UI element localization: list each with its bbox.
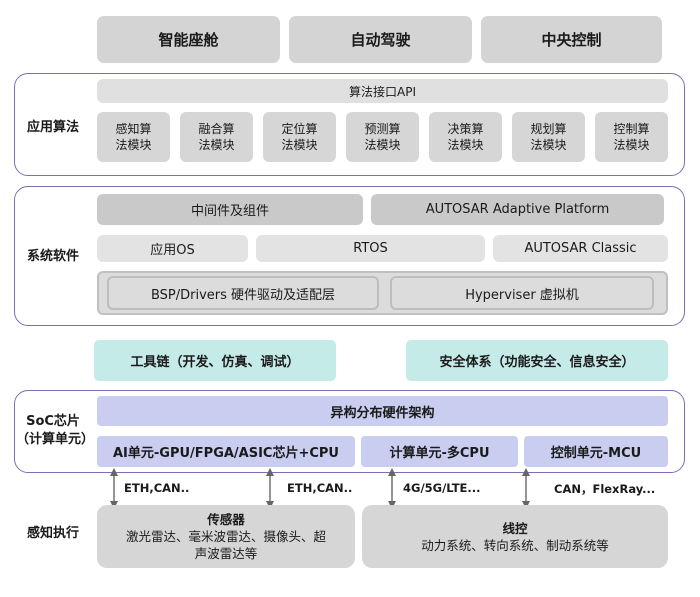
ai-unit-box: AI单元-GPU/FPGA/ASIC芯片+CPU — [97, 436, 355, 467]
hypervisor-label: Hyperviser 虚拟机 — [465, 287, 579, 303]
algo-api-label: 算法接口API — [349, 84, 416, 99]
algo-group-label: 应用算法 — [26, 120, 79, 135]
actuator-title: 线控 — [502, 520, 528, 536]
module-label: 融合算法模块 — [198, 122, 235, 152]
algo-module-localization: 定位算法模块 — [263, 112, 336, 162]
algo-module-perception: 感知算法模块 — [97, 112, 170, 162]
ai-unit-label: AI单元-GPU/FPGA/ASIC芯片+CPU — [112, 446, 339, 461]
autosar-classic-label: AUTOSAR Classic — [524, 241, 637, 256]
toolchain-label: 工具链（开发、仿真、调试） — [130, 355, 300, 370]
sensor-box: 传感器 激光雷达、毫米波雷达、摄像头、超 声波雷达等 — [97, 505, 355, 568]
top-box-label: 智能座舱 — [158, 31, 219, 49]
hetero-arch-label: 异构分布硬件架构 — [330, 405, 435, 421]
autosar-classic-box: AUTOSAR Classic — [493, 235, 668, 262]
middleware-box: 中间件及组件 — [97, 194, 363, 225]
sensor-desc-line2: 声波雷达等 — [194, 546, 258, 561]
control-unit-box: 控制单元-MCU — [524, 436, 668, 467]
bsp-drivers-label: BSP/Drivers 硬件驱动及适配层 — [150, 287, 336, 303]
soc-label-line1: SoC芯片 — [26, 414, 80, 429]
toolchain-box: 工具链（开发、仿真、调试） — [94, 340, 336, 381]
protocol-label-3: 4G/5G/LTE... — [403, 481, 481, 495]
sensor-title: 传感器 — [207, 512, 245, 527]
algo-module-prediction: 预测算法模块 — [346, 112, 419, 162]
hypervisor-box: Hyperviser 虚拟机 — [390, 276, 654, 310]
control-unit-label: 控制单元-MCU — [550, 446, 642, 461]
top-box-central-control: 中央控制 — [481, 16, 662, 63]
app-os-box: 应用OS — [97, 235, 248, 262]
safety-box: 安全体系（功能安全、信息安全） — [406, 340, 668, 381]
rtos-label: RTOS — [353, 241, 388, 256]
protocol-label-1: ETH,CAN.. — [124, 481, 190, 495]
algo-module-control: 控制算法模块 — [595, 112, 668, 162]
sense-exec-label: 感知执行 — [26, 526, 79, 541]
app-os-label: 应用OS — [150, 243, 195, 258]
algo-module-decision: 决策算法模块 — [429, 112, 502, 162]
soc-group-label: SoC芯片 （计算单元） — [16, 413, 94, 449]
soc-label-line2: （计算单元） — [16, 432, 95, 447]
top-box-autonomous-driving: 自动驾驶 — [289, 16, 472, 63]
module-label: 感知算法模块 — [115, 122, 152, 152]
hetero-arch-box: 异构分布硬件架构 — [97, 396, 668, 426]
actuator-box: 线控 动力系统、转向系统、制动系统等 — [362, 505, 668, 568]
actuator-desc: 动力系统、转向系统、制动系统等 — [421, 537, 609, 553]
compute-unit-label: 计算单元-多CPU — [389, 446, 490, 461]
compute-unit-box: 计算单元-多CPU — [361, 436, 518, 467]
top-box-cockpit: 智能座舱 — [97, 16, 280, 63]
algo-module-planning: 规划算法模块 — [512, 112, 585, 162]
algo-module-fusion: 融合算法模块 — [180, 112, 253, 162]
top-box-label: 自动驾驶 — [350, 31, 411, 49]
module-label: 定位算法模块 — [281, 122, 318, 152]
autosar-adaptive-box: AUTOSAR Adaptive Platform — [371, 194, 664, 225]
autosar-adaptive-label: AUTOSAR Adaptive Platform — [425, 202, 610, 217]
module-label: 规划算法模块 — [530, 122, 567, 152]
system-software-label: 系统软件 — [26, 249, 79, 264]
middleware-label: 中间件及组件 — [190, 204, 269, 219]
protocol-label-4: CAN，FlexRay... — [554, 482, 656, 496]
rtos-box: RTOS — [256, 235, 485, 262]
sensor-desc-line1: 激光雷达、毫米波雷达、摄像头、超 — [125, 529, 326, 544]
bsp-drivers-box: BSP/Drivers 硬件驱动及适配层 — [107, 276, 379, 310]
safety-label: 安全体系（功能安全、信息安全） — [439, 355, 635, 370]
top-box-label: 中央控制 — [541, 31, 602, 49]
module-label: 控制算法模块 — [613, 122, 650, 152]
module-label: 预测算法模块 — [364, 122, 401, 152]
algo-api-bar: 算法接口API — [97, 79, 668, 103]
protocol-label-2: ETH,CAN.. — [287, 481, 353, 495]
module-label: 决策算法模块 — [447, 122, 484, 152]
